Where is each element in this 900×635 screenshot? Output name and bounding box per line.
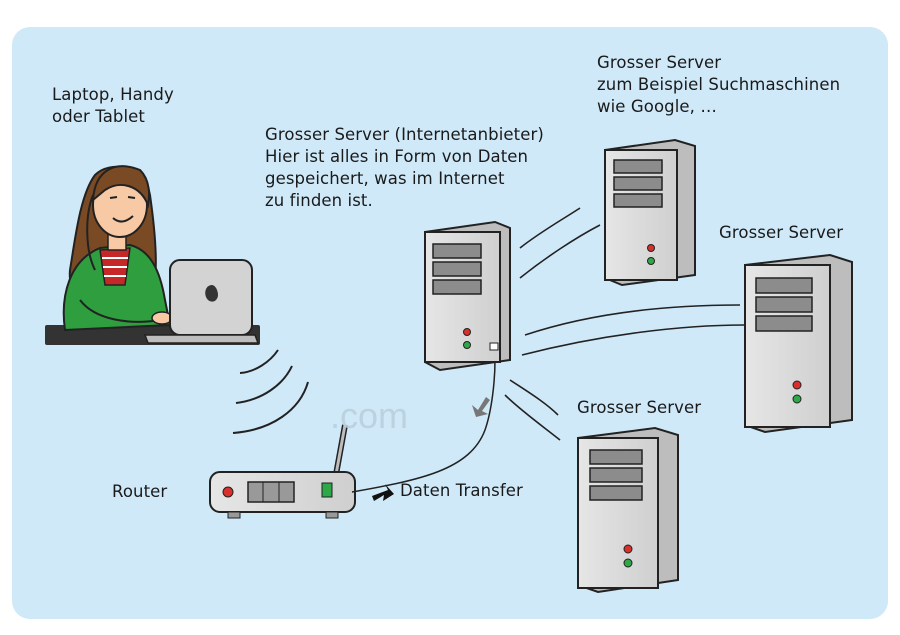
arrow-down-icon: [472, 397, 490, 417]
isp-server-icon: [424, 220, 511, 372]
bottom-server-label: Grosser Server: [577, 398, 702, 417]
wifi-waves-icon: [232, 349, 309, 434]
router-label: Router: [112, 482, 168, 501]
right-server-icon: [744, 253, 853, 434]
bottom-server-icon: [577, 426, 679, 594]
data-transfer-label: Daten Transfer: [400, 481, 523, 500]
watermark-text: .com: [330, 395, 409, 436]
router-icon: [209, 424, 356, 519]
arrow-right-icon: [372, 484, 394, 501]
right-server-label: Grosser Server: [719, 223, 844, 242]
search-server-icon: [604, 138, 696, 287]
isp-server-label: Grosser Server (Internetanbieter) Hier i…: [265, 125, 544, 210]
connection-lines: [504, 207, 746, 441]
device-label: Laptop, Handy oder Tablet: [52, 85, 174, 126]
cable-line: [351, 359, 496, 493]
laptop-icon: [143, 259, 260, 344]
search-server-label: Grosser Server zum Beispiel Suchmaschine…: [597, 53, 841, 116]
